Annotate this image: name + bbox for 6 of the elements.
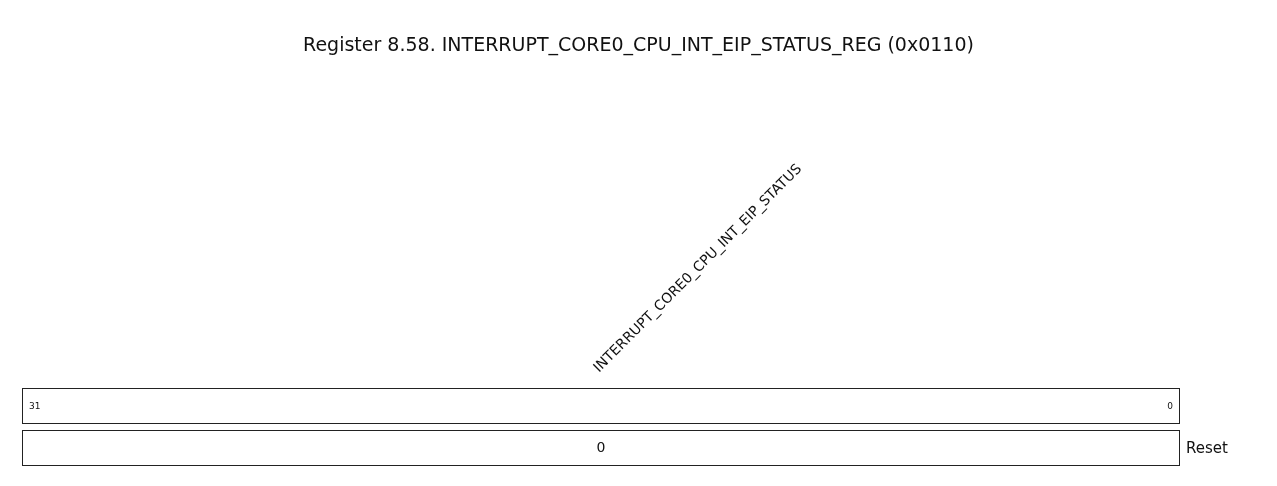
bit-number: 0: [1167, 401, 1173, 411]
reset-value: 0: [595, 439, 607, 455]
bit-number: 31: [29, 401, 41, 411]
register-title: Register 8.58. INTERRUPT_CORE0_CPU_INT_EIP_STATUS_REG (0x0110): [302, 33, 975, 55]
reset-value-box: [22, 430, 1180, 466]
reset-label: Reset: [1186, 439, 1228, 457]
